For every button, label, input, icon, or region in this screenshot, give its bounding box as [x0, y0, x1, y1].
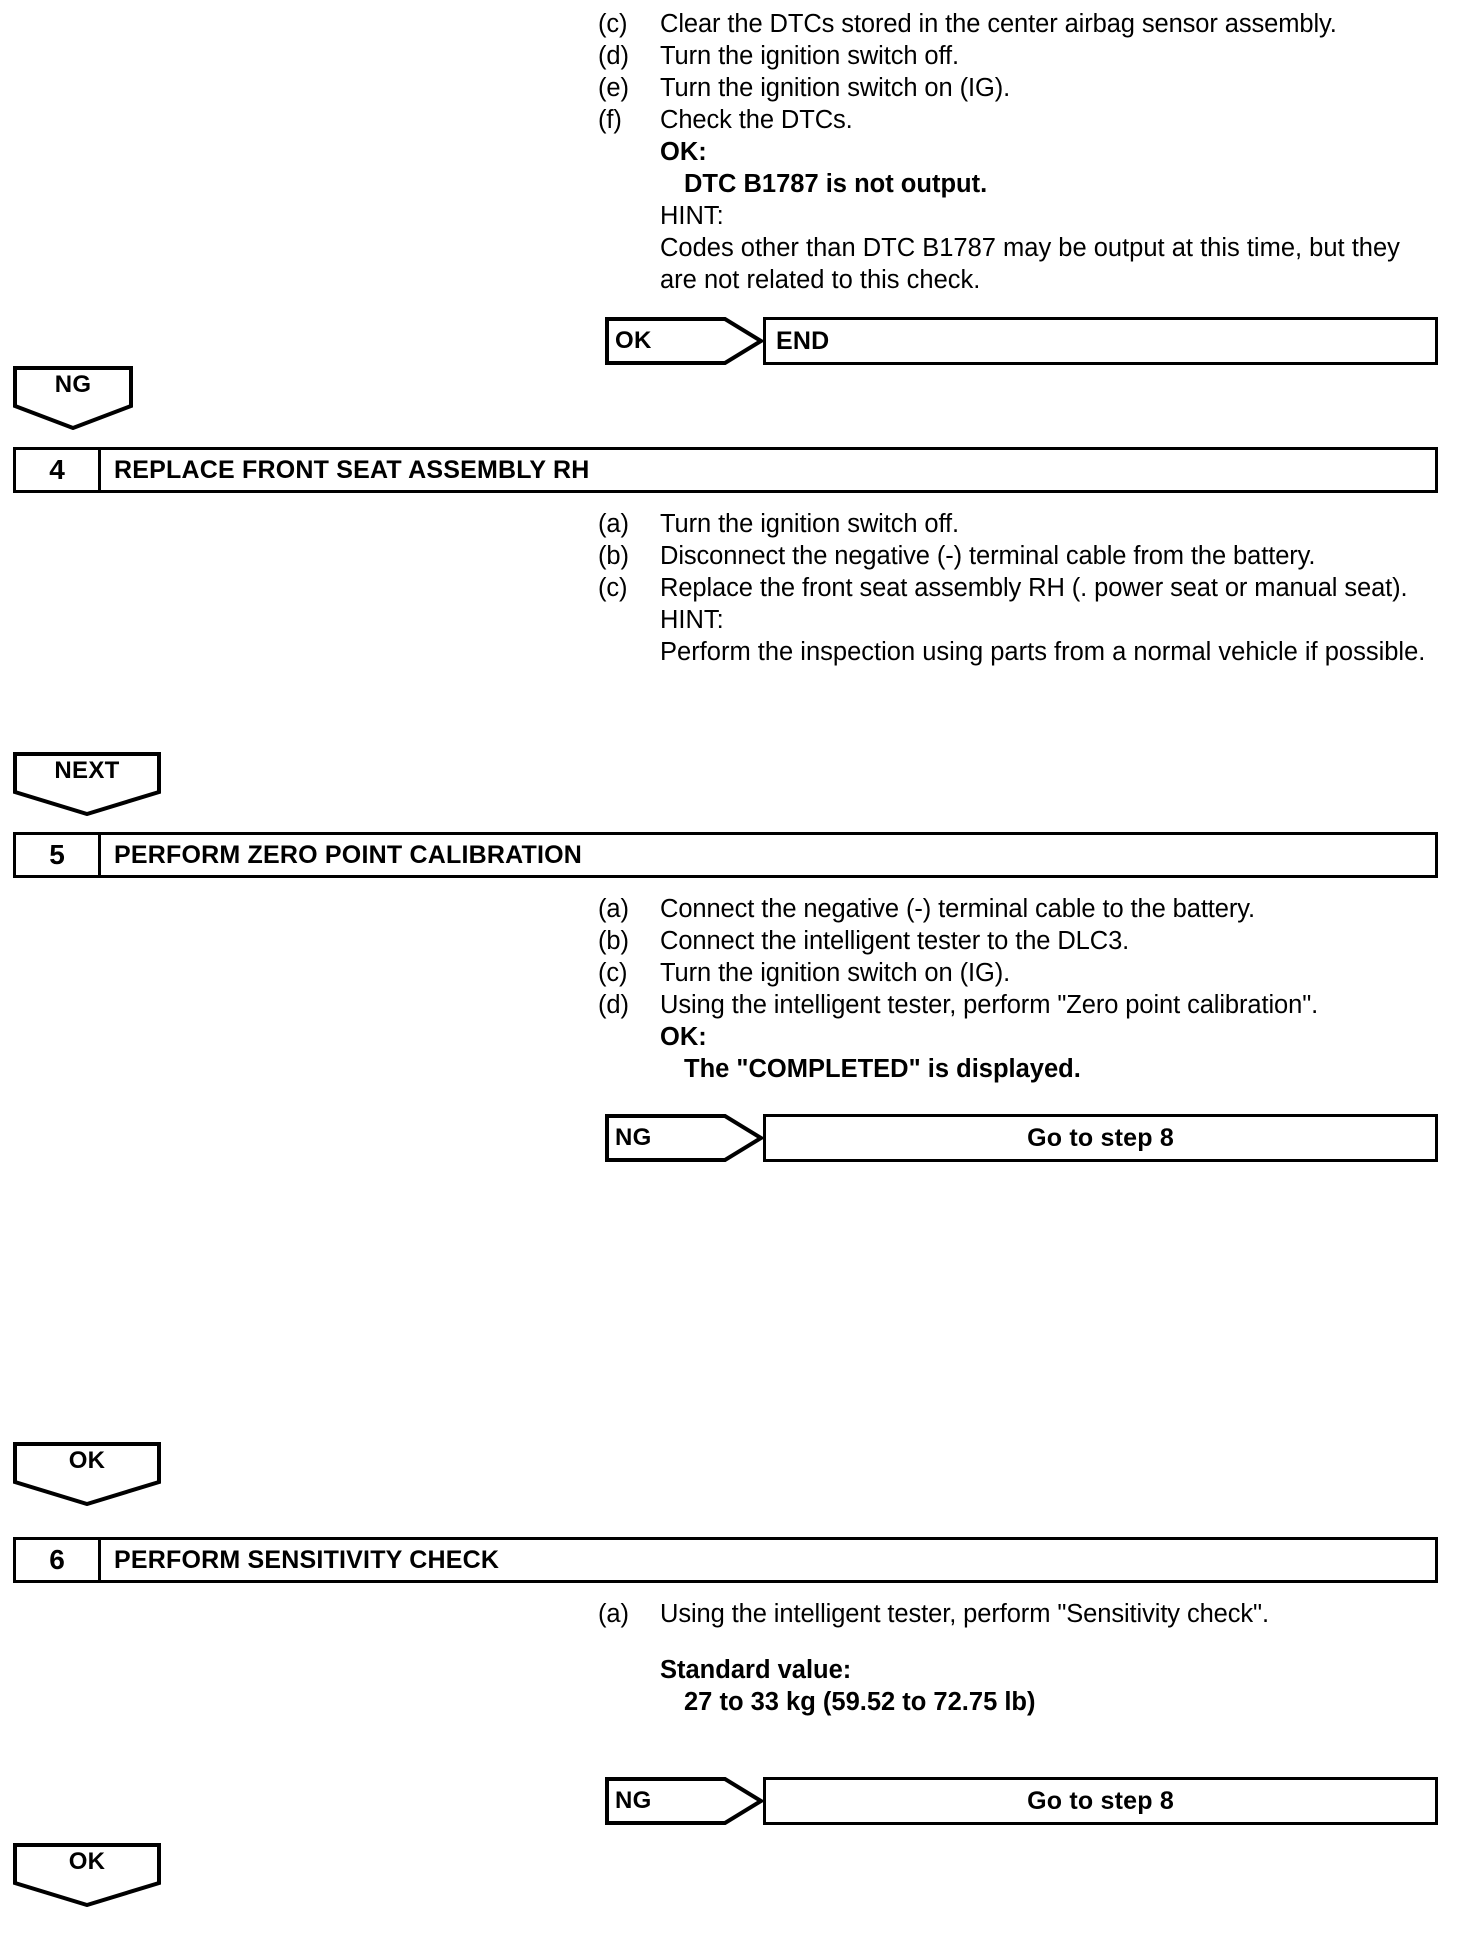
down-chevron-shape — [13, 752, 161, 816]
procedure-item: (c) Turn the ignition switch on (IG). — [598, 957, 1438, 989]
hint-label: HINT: — [660, 606, 724, 634]
item-label: (c) — [598, 574, 628, 602]
badge-ok-after-step5: OK — [13, 1442, 161, 1506]
step-number: 4 — [16, 450, 101, 490]
ok-value: The "COMPLETED" is displayed. — [684, 1055, 1081, 1083]
badge-label: OK — [68, 1447, 106, 1474]
item-label: (f) — [598, 106, 622, 134]
item-label: (a) — [598, 895, 629, 923]
down-chevron-shape — [13, 1843, 161, 1907]
item-text: Using the intelligent tester, perform "S… — [660, 1600, 1269, 1628]
item-label: (a) — [598, 1600, 629, 1628]
badge-label: OK — [68, 1848, 106, 1875]
badge-next-after-step4: NEXT — [13, 752, 161, 816]
result-tag-ng: NG — [605, 1114, 763, 1162]
pointed-tag-shape — [605, 317, 763, 365]
procedure-item: (b) Disconnect the negative (-) terminal… — [598, 540, 1438, 572]
step6-body: (a) Using the intelligent tester, perfor… — [598, 1598, 1438, 1718]
step-header-5: 5 PERFORM ZERO POINT CALIBRATION — [13, 832, 1438, 878]
badge-label: NG — [54, 371, 92, 398]
result-tag-ok: OK — [605, 317, 763, 365]
step3-continuation-body: (c) Clear the DTCs stored in the center … — [598, 8, 1438, 296]
item-label: (d) — [598, 42, 629, 70]
pointed-tag-shape — [605, 1114, 763, 1162]
item-text: Disconnect the negative (-) terminal cab… — [660, 542, 1316, 570]
result-row-ok-end: OK END — [605, 317, 1438, 365]
badge-ng-after-step3: NG — [13, 366, 133, 430]
result-tag-label: NG — [615, 1124, 652, 1151]
item-text: Turn the ignition switch off. — [660, 510, 960, 538]
item-label: (b) — [598, 542, 629, 570]
item-label: (e) — [598, 74, 629, 102]
result-row-ng-step6: NG Go to step 8 — [605, 1777, 1438, 1825]
procedure-item: (a) Connect the negative (-) terminal ca… — [598, 893, 1438, 925]
item-text: Connect the negative (-) terminal cable … — [660, 895, 1256, 923]
result-box-end: END — [763, 317, 1438, 365]
badge-label: NEXT — [54, 757, 120, 784]
standard-value: 27 to 33 kg (59.52 to 72.75 lb) — [684, 1688, 1036, 1716]
hint-text: Codes other than DTC B1787 may be output… — [660, 234, 1400, 294]
item-text: Check the DTCs. — [660, 106, 853, 134]
step4-body: (a) Turn the ignition switch off. (b) Di… — [598, 508, 1438, 668]
step-number: 6 — [16, 1540, 101, 1580]
item-text: Replace the front seat assembly RH (. po… — [660, 574, 1408, 602]
result-box-label: END — [776, 326, 830, 355]
procedure-item: (b) Connect the intelligent tester to th… — [598, 925, 1438, 957]
procedure-item: (c) Clear the DTCs stored in the center … — [598, 8, 1438, 40]
pointed-tag-shape — [605, 1777, 763, 1825]
step-header-4: 4 REPLACE FRONT SEAT ASSEMBLY RH — [13, 447, 1438, 493]
procedure-item: (a) Using the intelligent tester, perfor… — [598, 1598, 1438, 1630]
procedure-item: (d) Using the intelligent tester, perfor… — [598, 989, 1438, 1021]
spacer — [598, 1630, 1438, 1654]
item-label: (c) — [598, 10, 628, 38]
item-text: Turn the ignition switch on (IG). — [660, 959, 1011, 987]
result-tag-ng: NG — [605, 1777, 763, 1825]
item-label: (d) — [598, 991, 629, 1019]
ok-label: OK: — [660, 138, 707, 166]
result-box-goto: Go to step 8 — [763, 1114, 1438, 1162]
procedure-item: (c) Replace the front seat assembly RH (… — [598, 572, 1438, 604]
down-chevron-shape — [13, 1442, 161, 1506]
item-label: (a) — [598, 510, 629, 538]
down-chevron-shape — [13, 366, 133, 430]
step-title: REPLACE FRONT SEAT ASSEMBLY RH — [114, 455, 590, 484]
step-title: PERFORM SENSITIVITY CHECK — [114, 1545, 500, 1574]
result-tag-label: NG — [615, 1787, 652, 1814]
step-title: PERFORM ZERO POINT CALIBRATION — [114, 840, 583, 869]
item-text: Turn the ignition switch off. — [660, 42, 960, 70]
result-row-ng-step5: NG Go to step 8 — [605, 1114, 1438, 1162]
result-tag-label: OK — [615, 327, 652, 354]
result-box-goto: Go to step 8 — [763, 1777, 1438, 1825]
result-box-label: Go to step 8 — [1027, 1123, 1174, 1152]
step-header-6: 6 PERFORM SENSITIVITY CHECK — [13, 1537, 1438, 1583]
item-text: Connect the intelligent tester to the DL… — [660, 927, 1130, 955]
item-text: Turn the ignition switch on (IG). — [660, 74, 1011, 102]
ok-value: DTC B1787 is not output. — [684, 170, 988, 198]
procedure-item: (f) Check the DTCs. — [598, 104, 1438, 136]
result-box-label: Go to step 8 — [1027, 1786, 1174, 1815]
item-text: Clear the DTCs stored in the center airb… — [660, 10, 1337, 38]
hint-text: Perform the inspection using parts from … — [660, 638, 1426, 666]
hint-label: HINT: — [660, 202, 724, 230]
step5-body: (a) Connect the negative (-) terminal ca… — [598, 893, 1438, 1085]
procedure-item: (d) Turn the ignition switch off. — [598, 40, 1438, 72]
badge-ok-after-step6: OK — [13, 1843, 161, 1907]
standard-value-label: Standard value: — [660, 1656, 852, 1684]
step-number: 5 — [16, 835, 101, 875]
procedure-item: (a) Turn the ignition switch off. — [598, 508, 1438, 540]
ok-label: OK: — [660, 1023, 707, 1051]
procedure-item: (e) Turn the ignition switch on (IG). — [598, 72, 1438, 104]
item-label: (b) — [598, 927, 629, 955]
item-label: (c) — [598, 959, 628, 987]
item-text: Using the intelligent tester, perform "Z… — [660, 991, 1319, 1019]
